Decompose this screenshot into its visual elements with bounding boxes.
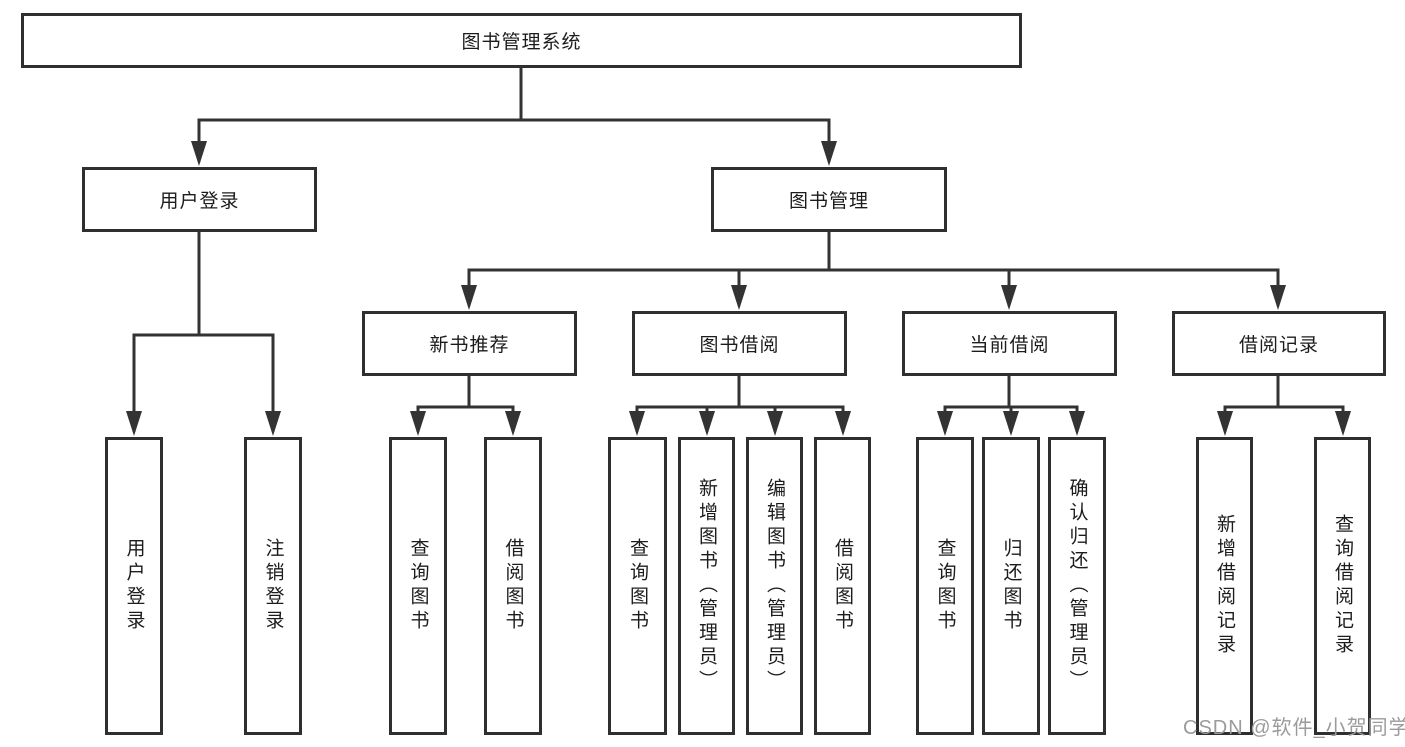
node-borrow-records: 借阅记录 (1172, 311, 1386, 376)
leaf-current-confirm-return-admin: 确认归还（管理员） (1048, 437, 1106, 735)
leaf-user-login: 用户登录 (105, 437, 163, 735)
arrowhead-icons (126, 141, 1351, 436)
node-book-management: 图书管理 (711, 167, 947, 232)
node-book-borrow: 图书借阅 (632, 311, 847, 376)
connector-paths (132, 66, 1345, 432)
leaf-logout-login: 注销登录 (244, 437, 302, 735)
node-current-borrow: 当前借阅 (902, 311, 1117, 376)
leaf-records-add-record: 新增借阅记录 (1196, 437, 1253, 735)
leaf-borrow-edit-book-admin: 编辑图书（管理员） (746, 437, 803, 735)
leaf-borrow-add-book-admin: 新增图书（管理员） (678, 437, 735, 735)
node-new-book-recommend: 新书推荐 (362, 311, 577, 376)
leaf-recommend-query-book: 查询图书 (389, 437, 447, 735)
csdn-watermark: CSDN @软件_小贺同学 (1183, 717, 1405, 739)
node-user-login: 用户登录 (82, 167, 317, 232)
leaf-current-query-book: 查询图书 (916, 437, 974, 735)
leaf-borrow-borrow-book: 借阅图书 (814, 437, 871, 735)
leaf-borrow-query-book: 查询图书 (608, 437, 667, 735)
leaf-records-query-record: 查询借阅记录 (1314, 437, 1371, 735)
node-root-library-system: 图书管理系统 (21, 13, 1022, 68)
leaf-recommend-borrow-book: 借阅图书 (484, 437, 542, 735)
leaf-current-return-book: 归还图书 (982, 437, 1040, 735)
